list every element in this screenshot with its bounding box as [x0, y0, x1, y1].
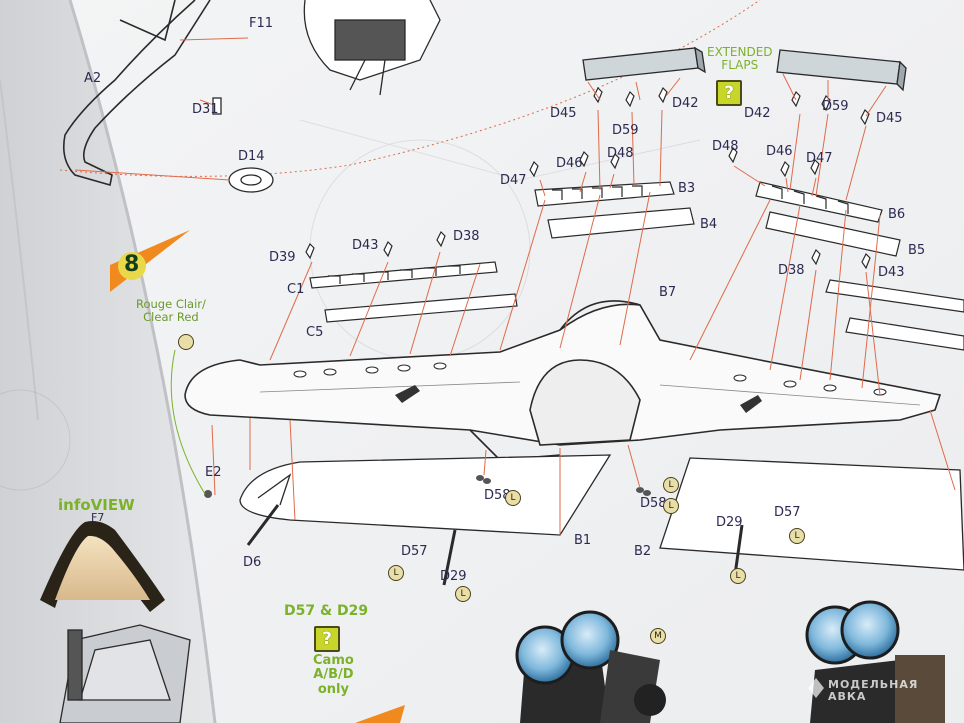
engine-assembly: [303, 0, 441, 96]
paint-note: Rouge Clair/ Clear Red: [136, 297, 206, 325]
watermark-line: АВКА: [828, 689, 867, 703]
part-label: D43: [352, 238, 379, 253]
flap-strip-b5: [765, 211, 901, 257]
paint-dot-icon: M: [650, 628, 666, 644]
flap-part-left: [582, 46, 706, 81]
paint-dot-icon: L: [789, 528, 805, 544]
extended-flaps-line: FLAPS: [721, 58, 759, 73]
paint-dot-icon: L: [455, 586, 471, 602]
part-label: D48: [712, 139, 739, 154]
part-label: D46: [556, 156, 583, 171]
camo-line: Camo: [313, 653, 354, 668]
paint-dot-icon: L: [663, 477, 679, 493]
part-label: D43: [878, 265, 905, 280]
small-parts-d58: [204, 475, 651, 498]
part-label: D45: [550, 106, 577, 121]
part-label: D6: [243, 555, 262, 570]
leader-lines: [211, 73, 956, 535]
flap-b2: [659, 457, 964, 571]
part-label: D38: [453, 229, 480, 244]
helmet-right: [805, 600, 945, 723]
part-label: D42: [744, 106, 771, 121]
flap-strip-b3: [534, 181, 675, 207]
paint-note-line: Clear Red: [143, 310, 199, 325]
flap-strip-c5: [324, 293, 518, 323]
camo-parts: D57 & D29: [284, 603, 369, 619]
part-label: B4: [700, 217, 718, 232]
part-label: B6: [888, 207, 906, 222]
flap-part-right: [776, 49, 907, 92]
camo-note: Camo A/B/D only: [313, 653, 354, 697]
part-label: D45: [876, 111, 903, 126]
part-label: A2: [84, 71, 102, 86]
left-page-edge: [0, 79, 39, 421]
infoview-part: F7: [91, 511, 105, 524]
part-label: D58: [484, 488, 511, 503]
part-label: D38: [778, 263, 805, 278]
part-label: D42: [672, 96, 699, 111]
part-label: B7: [659, 285, 677, 300]
paint-dot-icon: [178, 334, 194, 350]
watermark-line: МОДЕЛЬНАЯ: [828, 678, 919, 691]
part-label: D57: [401, 544, 428, 559]
part-d14: [228, 167, 274, 193]
paint-dot-icon: L: [730, 568, 746, 584]
extended-flaps-line: EXTENDED: [707, 45, 773, 59]
helmet-left: [515, 610, 666, 723]
part-label: E2: [205, 465, 222, 480]
paint-dot-icon: L: [663, 498, 679, 514]
left-page: [0, 0, 215, 723]
camo-line: only: [317, 681, 349, 697]
question-badge-icon: ?: [716, 80, 742, 106]
part-label: D39: [269, 250, 296, 265]
part-label: C1: [287, 282, 305, 297]
part-label: D57: [774, 505, 801, 520]
part-label: B5: [908, 243, 926, 258]
camo-line: A/B/D: [313, 667, 354, 683]
flap-strip-right: [825, 279, 964, 351]
part-label: D47: [500, 173, 527, 188]
part-label: F11: [249, 16, 274, 31]
flap-strip-b4: [547, 207, 695, 239]
infoview-canopy: [40, 521, 165, 612]
extended-flaps-note: EXTENDED FLAPS: [707, 45, 773, 73]
next-step-pennant: [355, 705, 405, 723]
step-circle: [118, 252, 146, 280]
paint-dot-icon: L: [505, 490, 521, 506]
paint-dot-icon: L: [388, 565, 404, 581]
part-label: D59: [612, 123, 639, 138]
flap-b1: [239, 454, 612, 536]
cockpit-frame: [59, 624, 191, 723]
part-label: B3: [678, 181, 696, 196]
watermark-logo: [808, 678, 824, 698]
part-label: D31: [192, 102, 219, 117]
part-label: B2: [634, 544, 652, 559]
wing-gear-bay: [395, 385, 762, 413]
part-label: D46: [766, 144, 793, 159]
step-number: 8: [124, 252, 140, 277]
part-label: C5: [306, 325, 324, 340]
part-label: D58: [640, 496, 667, 511]
part-label: D29: [440, 569, 467, 584]
infoview-title: infoVIEW: [58, 496, 135, 514]
part-label: D47: [806, 151, 833, 166]
landing-gear-a2: [62, 0, 211, 187]
part-label: D29: [716, 515, 743, 530]
rods: [246, 504, 744, 586]
hinge-parts: [305, 86, 871, 270]
part-label: D59: [822, 99, 849, 114]
watermark: МОДЕЛЬНАЯ АВКА: [828, 679, 918, 702]
part-d31: [212, 97, 222, 115]
flap-strip-c1: [309, 261, 498, 289]
part-label: B1: [574, 533, 592, 548]
part-label: D48: [607, 146, 634, 161]
paint-leader: [170, 349, 206, 495]
part-label: D14: [238, 149, 265, 164]
wing-panels: [293, 362, 887, 396]
question-badge-icon: ?: [314, 626, 340, 652]
paint-note-line: Rouge Clair/: [136, 297, 206, 311]
leader-lines-top: [74, 37, 249, 181]
